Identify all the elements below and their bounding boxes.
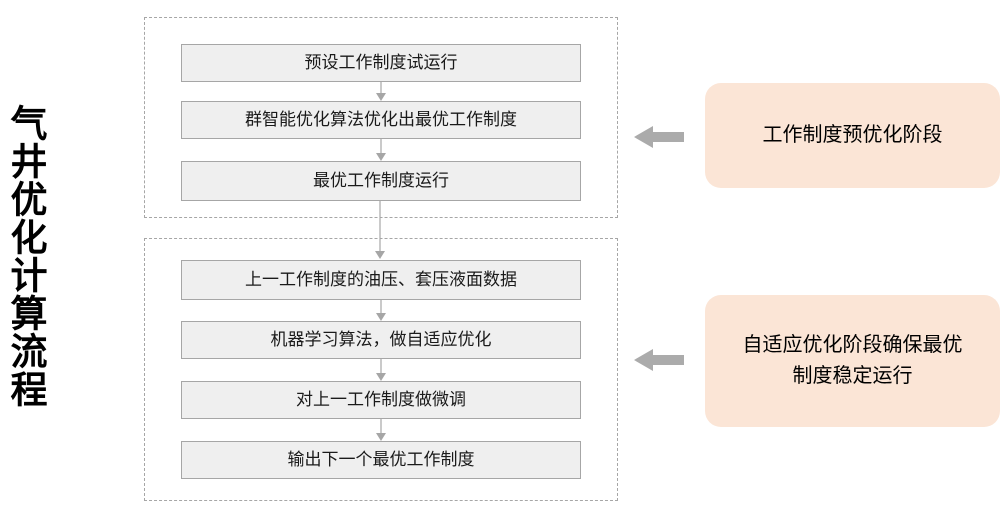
flow-step-label: 上一工作制度的油压、套压液面数据 xyxy=(245,269,517,289)
flow-step-label: 预设工作制度试运行 xyxy=(304,52,458,72)
down-arrow-icon xyxy=(376,300,386,321)
left-arrow-icon xyxy=(634,126,684,148)
down-arrow-icon xyxy=(376,359,386,381)
flow-step-label: 对上一工作制度做微调 xyxy=(296,389,466,409)
flow-step-optimal-run: 最优工作制度运行 xyxy=(181,161,581,201)
flow-step-label: 机器学习算法，做自适应优化 xyxy=(270,329,492,349)
stage2-container: 上一工作制度的油压、套压液面数据 机器学习算法，做自适应优化 对上一工作制度做微… xyxy=(144,238,618,501)
flow-step-swarm-optimization: 群智能优化算法优化出最优工作制度 xyxy=(181,101,581,139)
flow-step-output-next-optimal: 输出下一个最优工作制度 xyxy=(181,441,581,479)
down-arrow-icon xyxy=(375,200,385,259)
flow-step-fine-tune: 对上一工作制度做微调 xyxy=(181,381,581,419)
page-title: 气井优化计算流程 xyxy=(5,104,46,408)
stage2-annotation: 自适应优化阶段确保最优制度稳定运行 xyxy=(705,295,1000,427)
left-arrow-icon xyxy=(634,349,684,371)
down-arrow-icon xyxy=(376,419,386,441)
flow-step-label: 输出下一个最优工作制度 xyxy=(287,449,475,469)
flow-step-preset-trial-run: 预设工作制度试运行 xyxy=(181,44,581,82)
flow-step-machine-learning: 机器学习算法，做自适应优化 xyxy=(181,321,581,359)
flow-step-pressure-data: 上一工作制度的油压、套压液面数据 xyxy=(181,260,581,300)
down-arrow-icon xyxy=(376,82,386,101)
flow-step-label: 群智能优化算法优化出最优工作制度 xyxy=(245,109,517,129)
flow-step-label: 最优工作制度运行 xyxy=(313,170,449,190)
down-arrow-icon xyxy=(376,139,386,161)
stage1-annotation-label: 工作制度预优化阶段 xyxy=(762,124,943,146)
stage2-annotation-label: 自适应优化阶段确保最优制度稳定运行 xyxy=(742,334,963,387)
stage1-annotation: 工作制度预优化阶段 xyxy=(705,83,1000,188)
stage1-container: 预设工作制度试运行 群智能优化算法优化出最优工作制度 最优工作制度运行 xyxy=(144,17,618,218)
